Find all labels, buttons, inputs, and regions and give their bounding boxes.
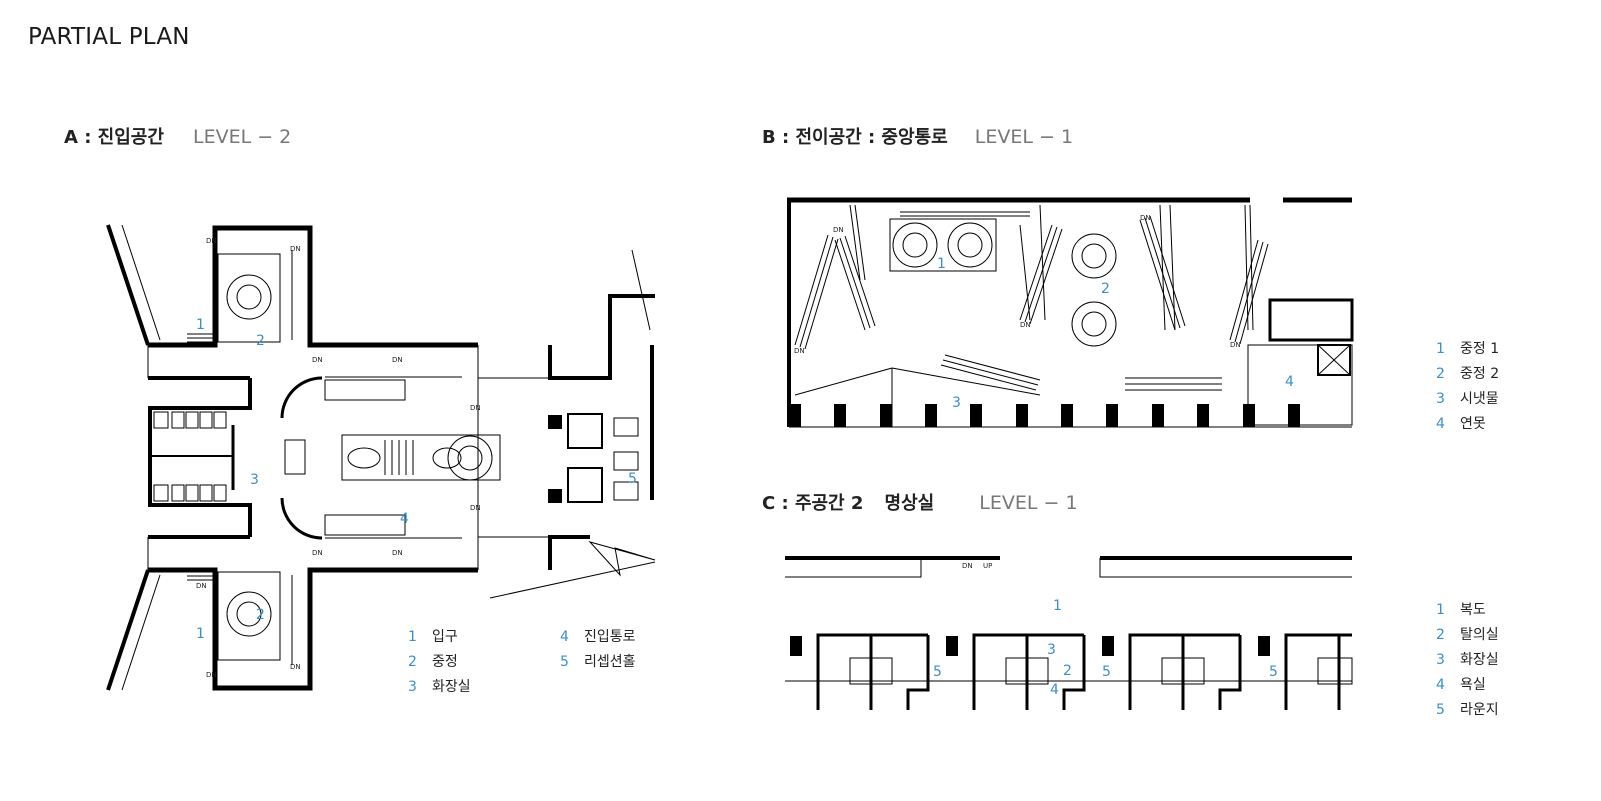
stair-dn-mark: DN <box>312 356 323 364</box>
stair-dn-mark: DN <box>290 245 301 253</box>
plan-a-label: 2 <box>256 607 265 623</box>
plan-c-label: 1 <box>1053 598 1062 614</box>
section-a-level: LEVEL − 2 <box>193 126 292 148</box>
stair-dn-mark: DN <box>206 671 217 679</box>
stair-dn-mark: DN <box>392 356 403 364</box>
tree-icons <box>226 274 493 637</box>
stair-dn-mark: DN <box>312 549 323 557</box>
plan-b-label: 2 <box>1101 281 1110 297</box>
plan-b-label: 3 <box>952 395 961 411</box>
plan-c-label: 3 <box>1047 642 1056 658</box>
stair-dn-mark: DN <box>1230 341 1241 349</box>
plan-c-label: 4 <box>1050 682 1059 698</box>
stair-dn-mark: DN <box>392 549 403 557</box>
stair-dn-mark: DN <box>1020 321 1031 329</box>
section-a-heading: A : 진입공간 LEVEL − 2 <box>64 123 291 149</box>
tree-icons <box>892 222 1117 347</box>
section-b-heading: B : 전이공간 : 중앙통로 LEVEL − 1 <box>762 123 1073 149</box>
stair-dn-mark: DN <box>470 504 481 512</box>
stair-dn-mark: DN <box>962 562 973 570</box>
stair-dn-mark: DN <box>794 347 805 355</box>
stair-dn-mark: DN <box>206 237 217 245</box>
plan-b-label: 1 <box>937 256 946 272</box>
section-a-title: A : 진입공간 <box>64 127 164 148</box>
stair-dn-mark: DN <box>1140 214 1151 222</box>
plan-a-label: 5 <box>628 471 637 487</box>
section-b-title: B : 전이공간 : 중앙통로 <box>762 127 948 148</box>
plan-c-label: 5 <box>1102 664 1111 680</box>
section-c-subtitle: 명상실 <box>884 493 935 514</box>
plan-a-label: 1 <box>196 317 205 333</box>
section-c-heading: C : 주공간 2 명상실 LEVEL − 1 <box>762 489 1078 515</box>
stair-dn-mark: DN <box>833 226 844 234</box>
plan-a-label: 1 <box>196 626 205 642</box>
stair-dn-mark: DN <box>290 663 301 671</box>
page-title: PARTIAL PLAN <box>28 24 190 50</box>
plan-c-label: 2 <box>1063 663 1072 679</box>
stair-dn-mark: DN <box>196 582 207 590</box>
plan-a-label: 4 <box>400 511 409 527</box>
section-c-level: LEVEL − 1 <box>979 492 1078 514</box>
plan-c-label: 5 <box>933 664 942 680</box>
plan-a-label: 3 <box>250 472 259 488</box>
stair-dn-mark: DN <box>470 404 481 412</box>
section-c-title: C : 주공간 2 <box>762 493 864 514</box>
stair-up-mark: UP <box>983 562 992 570</box>
plan-c-label: 5 <box>1269 664 1278 680</box>
plan-a-label: 2 <box>256 333 265 349</box>
section-b-level: LEVEL − 1 <box>974 126 1074 148</box>
plan-b-label: 4 <box>1285 374 1294 390</box>
